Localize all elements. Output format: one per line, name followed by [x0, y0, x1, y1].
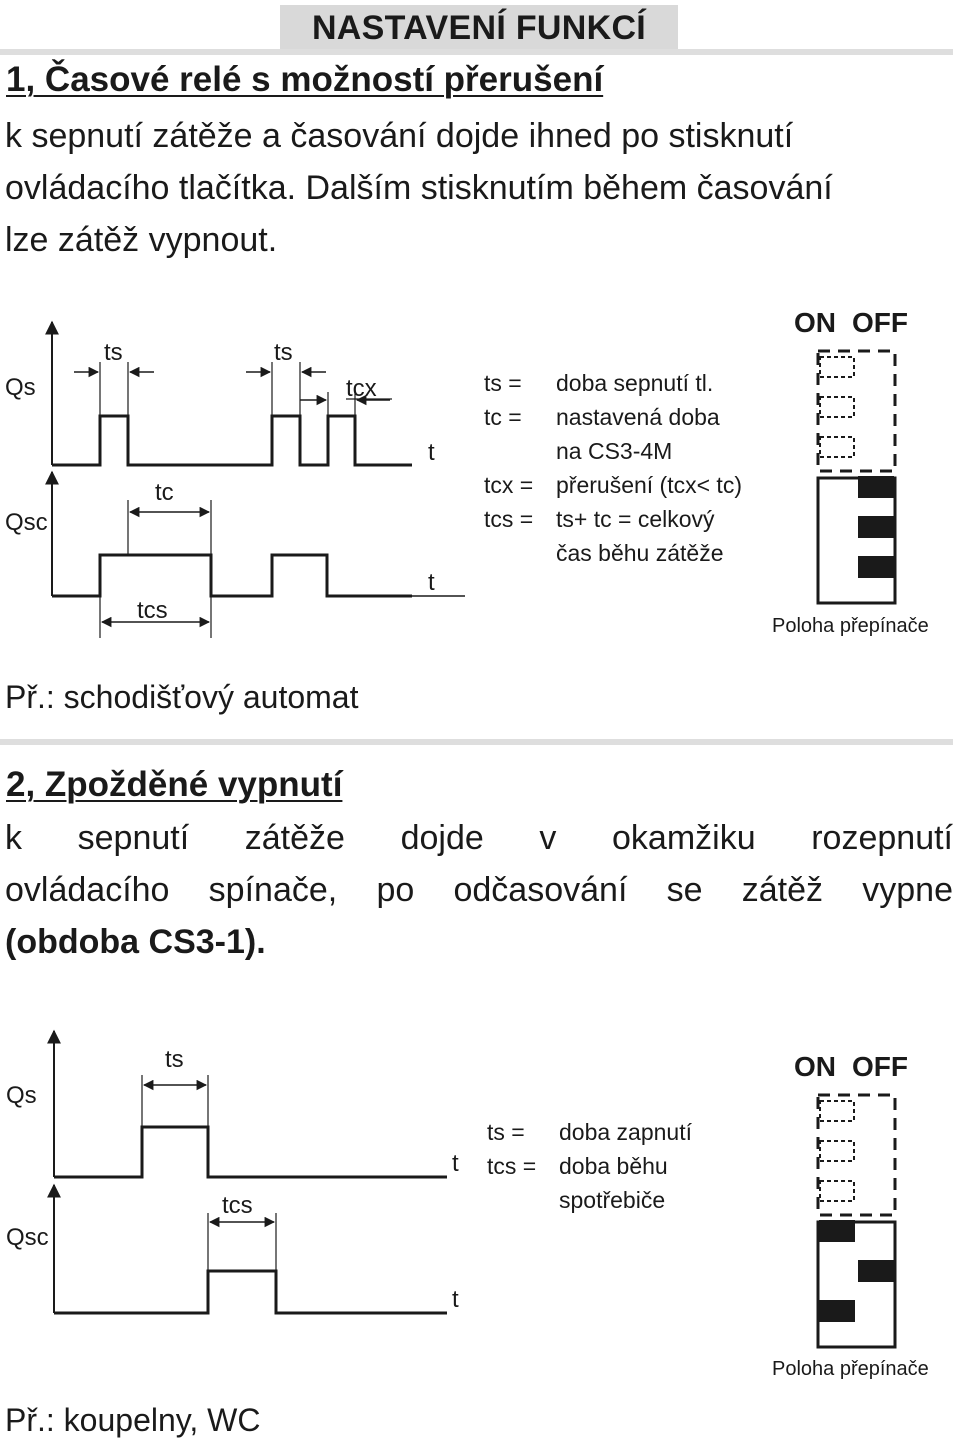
switch-slot-on — [819, 396, 855, 418]
section1-title: 1, Časové relé s možností přerušení — [6, 60, 604, 99]
switch-slot-off — [858, 1260, 894, 1282]
timing-diagram-2: Qs Qsc t t ts tcs — [6, 1029, 459, 1315]
legend-description: čas běhu zátěže — [556, 540, 724, 566]
tcx-dimension-label: tcx — [346, 375, 377, 402]
page-title: NASTAVENÍ FUNKCÍ — [311, 9, 647, 47]
switch-caption: Poloha přepínače — [772, 1358, 929, 1380]
section2-example: Př.: koupelny, WC — [5, 1402, 261, 1438]
switch-slot-on — [819, 436, 855, 458]
legend-term: ts = — [487, 1119, 525, 1145]
qs-axis-label: Qs — [5, 374, 36, 401]
switch2-header: ON OFF — [794, 1051, 908, 1083]
section1-text-line: lze zátěž vypnout. — [5, 221, 278, 259]
switch-frame-dashed — [816, 349, 897, 473]
qsc-axis-label: Qsc — [6, 1224, 49, 1251]
qs-axis-label: Qs — [6, 1082, 37, 1109]
section2-description: k sepnutí zátěže dojde v okamžiku rozepn… — [5, 812, 953, 968]
tcs-dimension-label: tcs — [137, 597, 168, 624]
legend-term: ts = — [484, 370, 522, 396]
header-rule — [0, 49, 953, 55]
switch-frame-dashed — [816, 1093, 897, 1217]
qsc-axis-label: Qsc — [5, 509, 48, 536]
section2-title: 2, Zpožděné vypnutí — [6, 765, 343, 804]
switch-slot-off — [858, 476, 894, 498]
legend-term — [484, 434, 556, 468]
section1-text-line: k sepnutí zátěže a časování dojde ihned … — [5, 117, 794, 155]
dip-switch-2 — [816, 1093, 897, 1349]
switch-slot-on — [819, 1180, 855, 1202]
legend-term — [484, 536, 556, 570]
switch-slot-on — [819, 1300, 855, 1322]
switch-frame-solid — [816, 1220, 897, 1349]
qsc-signal — [54, 1269, 447, 1315]
legend-term: tcs = — [484, 506, 534, 532]
switch-slot-off — [858, 556, 894, 578]
section1-example: Př.: schodišťový automat — [5, 679, 359, 715]
switch-slot-on — [819, 1220, 855, 1242]
legend-description: spotřebiče — [559, 1187, 666, 1213]
switch-slot-on — [819, 356, 855, 378]
qs-signal — [54, 1125, 447, 1179]
timing-diagram-1: Qs Qsc t t ts ts tcx tc tcs — [5, 320, 465, 638]
legend-description: na CS3-4M — [556, 438, 673, 464]
section1-legend: ts =doba sepnutí tl. tc =nastavená doba … — [484, 366, 742, 570]
legend-description: přerušení (tcx< tc) — [556, 472, 742, 498]
legend-description: ts+ tc = celkový — [556, 506, 715, 532]
dip-switch-1 — [816, 349, 897, 605]
ts-dimension-label: ts — [104, 339, 123, 366]
switch-off-label: OFF — [852, 307, 908, 338]
legend-term: tcx = — [484, 472, 534, 498]
header-bar — [280, 5, 678, 51]
switch-slot-on — [819, 1100, 855, 1122]
time-axis-label: t — [428, 569, 435, 596]
section1-text-line: ovládacího tlačítka. Dalším stisknutím b… — [5, 169, 833, 207]
ts-dimension-label: ts — [274, 339, 293, 366]
section1-description: k sepnutí zátěže a časování dojde ihned … — [5, 110, 953, 266]
tcs-dimension-label: tcs — [222, 1192, 253, 1219]
switch-on-label: ON — [794, 307, 836, 338]
qsc-signal — [52, 553, 412, 598]
legend-term: tc = — [484, 404, 522, 430]
switch-on-label: ON — [794, 1051, 836, 1082]
section-divider — [0, 739, 953, 745]
section2-legend: ts = doba zapnutí tcs = doba běhu spotřebi… — [487, 1115, 692, 1217]
section2-text-line: (obdoba CS3-1). — [5, 923, 266, 961]
switch-slot-on — [819, 1140, 855, 1162]
switch-frame-solid — [816, 476, 897, 605]
switch-slot-off — [858, 516, 894, 538]
tc-dimension-label: tc — [155, 479, 174, 506]
legend-term: tcs = — [487, 1153, 537, 1179]
switch-caption: Poloha přepínače — [772, 615, 929, 637]
legend-description: nastavená doba — [556, 404, 720, 430]
time-axis-label: t — [452, 1286, 459, 1313]
switch1-header: ON OFF — [794, 307, 908, 339]
time-axis-label: t — [452, 1150, 459, 1177]
section2-text-line: k sepnutí zátěže dojde v okamžiku rozepn… — [5, 819, 953, 857]
legend-term — [487, 1183, 559, 1217]
section2-text-line: ovládacího spínače, po odčasování se zát… — [5, 871, 953, 909]
qs-signal — [52, 414, 412, 467]
legend-description: doba běhu — [559, 1153, 668, 1179]
time-axis-label: t — [428, 439, 435, 466]
legend-description: doba zapnutí — [559, 1119, 693, 1145]
legend-description: doba sepnutí tl. — [556, 370, 714, 396]
ts-dimension-label: ts — [165, 1046, 184, 1073]
switch-off-label: OFF — [852, 1051, 908, 1082]
